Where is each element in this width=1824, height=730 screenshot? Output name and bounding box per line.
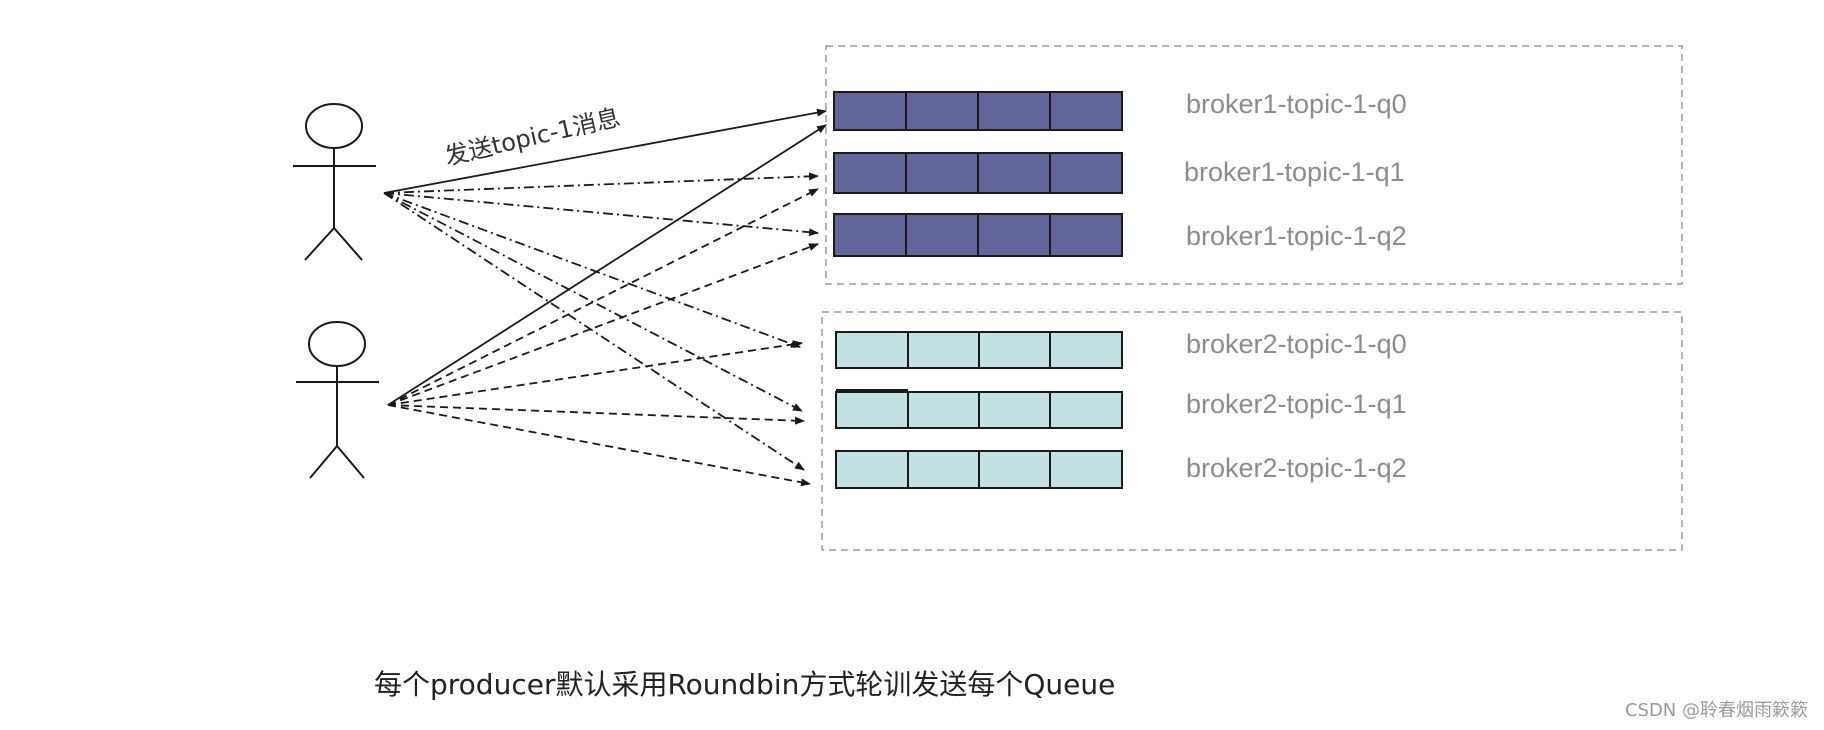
producer-2-stick-figure-icon: [296, 321, 379, 479]
arrow-p2-broker1-q0: [387, 124, 827, 406]
watermark: CSDN @聆春烟雨簌簌: [1625, 700, 1808, 721]
queue-label-broker2-q0: broker2-topic-1-q0: [1186, 329, 1407, 359]
arrow-p1-broker1-q2: [383, 192, 819, 237]
arrow-p1-broker1-q1: [383, 172, 819, 194]
queue-label-broker1-q0: broker1-topic-1-q0: [1186, 89, 1407, 119]
queue-label-broker1-q1: broker1-topic-1-q1: [1184, 157, 1405, 187]
broker2-queue-q1: [835, 389, 1123, 429]
arrow-p1-broker1-q0: [383, 108, 827, 194]
producer-1-arrows: [383, 108, 827, 471]
arrow-p2-broker2-q2: [387, 404, 811, 487]
arrow-p2-broker2-q1: [387, 404, 805, 425]
broker1-queue-q2: [833, 213, 1123, 257]
arrow-p2-broker1-q2: [387, 243, 819, 406]
queue-label-broker2-q1: broker2-topic-1-q1: [1186, 389, 1407, 419]
broker2-queue-q0: [835, 331, 1123, 369]
broker1-group-border: [825, 45, 1683, 285]
broker1-queue-q1: [833, 152, 1123, 194]
send-topic-label: 发送topic-1消息: [442, 103, 623, 171]
producer-2-arrows: [387, 124, 827, 487]
arrow-p1-broker2-q2: [383, 192, 805, 471]
arrow-p2-broker2-q0: [387, 340, 803, 406]
queue-label-broker1-q2: broker1-topic-1-q2: [1186, 221, 1407, 251]
broker2-group-border: [821, 311, 1683, 551]
arrow-p1-broker2-q0: [383, 192, 801, 348]
diagram-caption: 每个producer默认采用Roundbin方式轮训发送每个Queue: [374, 668, 1115, 701]
broker2-queue-q2: [835, 450, 1123, 489]
arrow-p1-broker2-q1: [383, 192, 803, 412]
producer-1-stick-figure-icon: [293, 103, 376, 261]
arrow-p2-broker1-q1: [387, 188, 819, 406]
broker1-queue-q0: [833, 91, 1123, 131]
queue-label-broker2-q2: broker2-topic-1-q2: [1186, 453, 1407, 483]
